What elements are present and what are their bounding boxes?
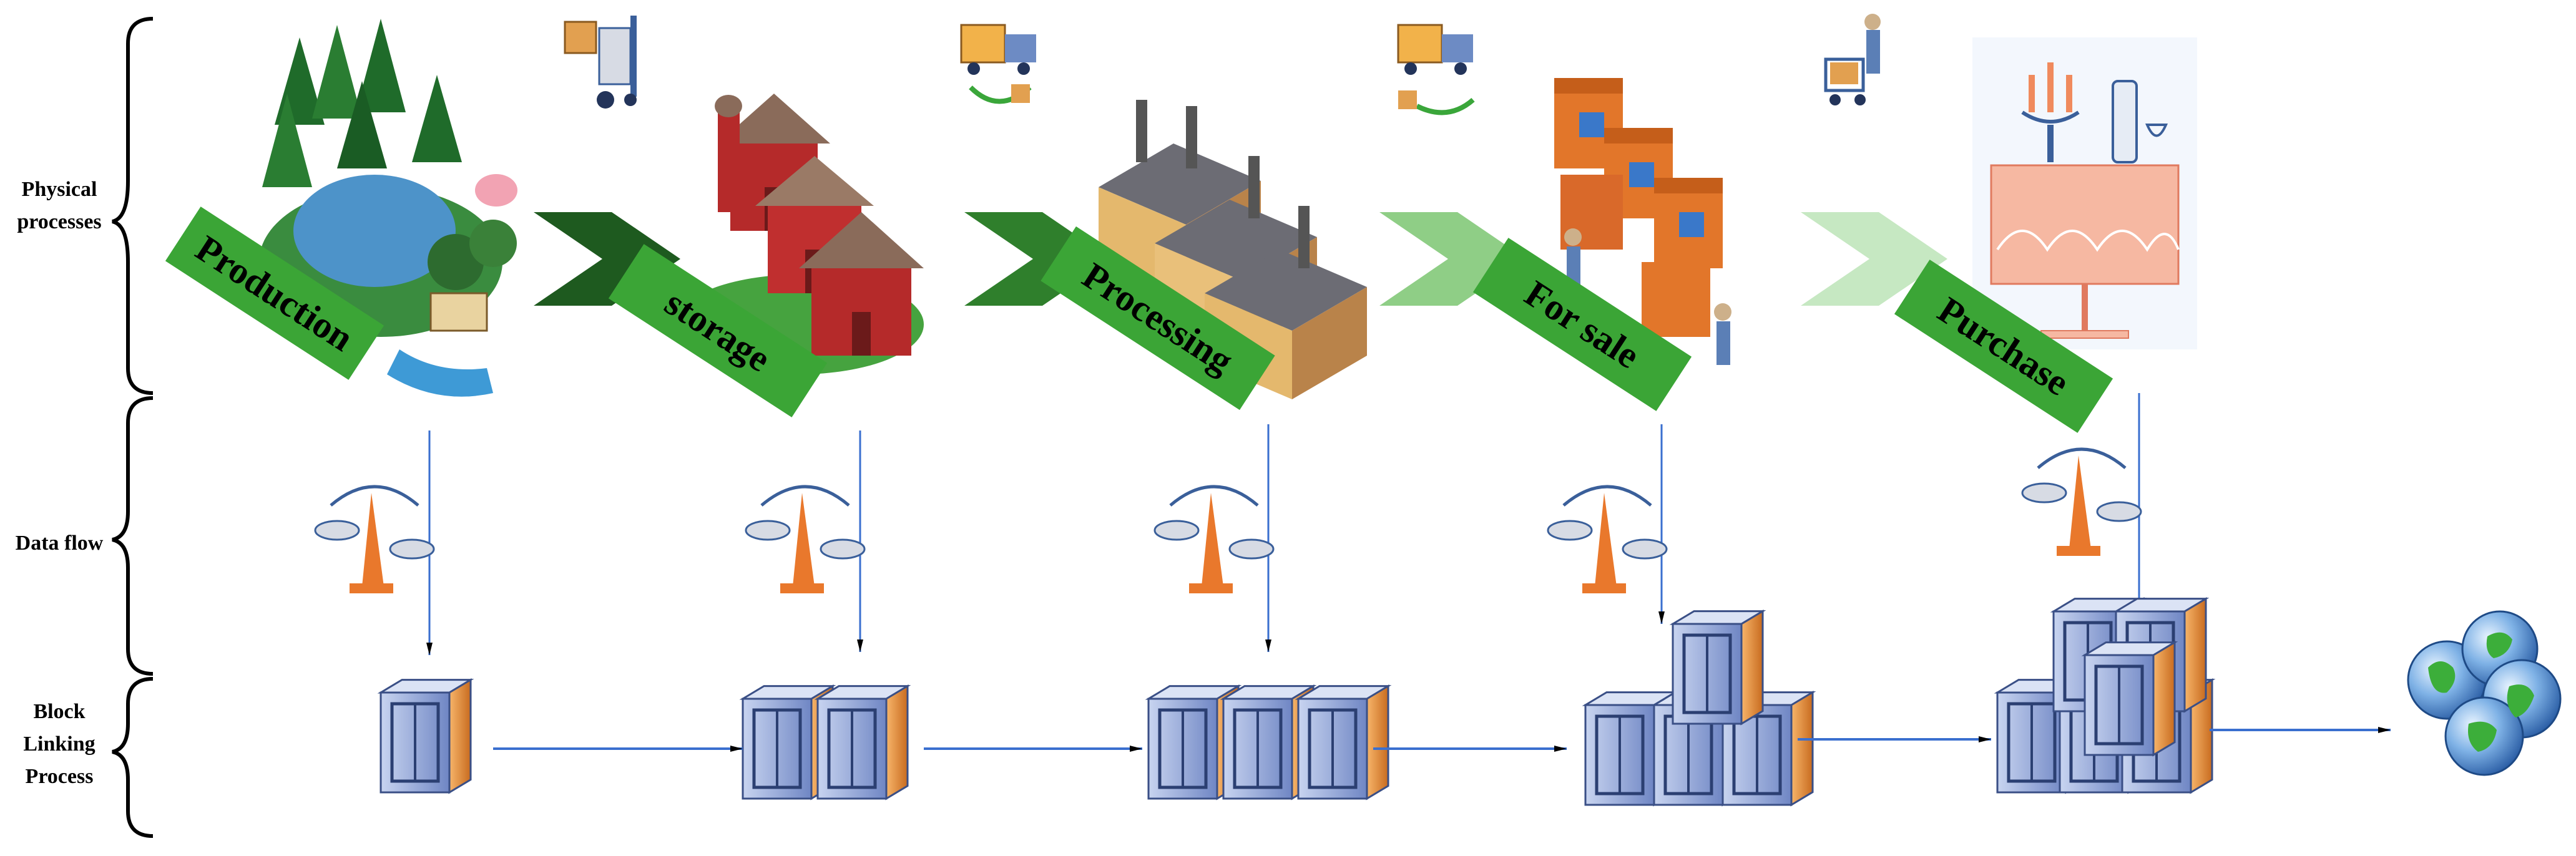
delivery-truck-icon [1397, 24, 1475, 115]
dining-table-icon [1972, 37, 2197, 349]
server-cube-icon [1295, 684, 1392, 800]
block-linking-arrows [493, 727, 2391, 752]
server-cube-icon [2081, 640, 2178, 757]
balance-scale-icon [745, 485, 866, 593]
server-cube-icon [1582, 690, 1679, 807]
brace-data-flow [112, 396, 154, 676]
brace-physical-processes [112, 17, 154, 395]
delivery-truck-icon [960, 24, 1036, 104]
balance-scale-icon [2021, 447, 2142, 556]
brace-block-linking-process [112, 677, 154, 838]
forest-farm-icon [259, 19, 517, 397]
balance-scale-icon [1547, 485, 1668, 593]
row-label-block-linking-process: Block Linking Process [23, 700, 95, 788]
server-cube-icon [1220, 684, 1317, 800]
globe-network-icon [2407, 610, 2562, 776]
market-shops-icon [1554, 78, 1731, 365]
forklift-icon [564, 16, 637, 109]
data-flow-arrows [426, 393, 2142, 655]
row-label-data-flow: Data flow [15, 532, 104, 555]
block-server-groups [377, 596, 2216, 807]
server-cube-icon [814, 684, 911, 800]
server-cube-icon [1669, 609, 1766, 726]
balance-scale-icon [1153, 485, 1275, 593]
balance-scale-icon [314, 485, 435, 593]
row-label-physical-processes: Physical processes [17, 178, 102, 233]
chevron-arrow-icon [1801, 212, 1947, 306]
shopping-cart-icon [1824, 14, 1881, 105]
server-cube-icon [377, 678, 474, 794]
